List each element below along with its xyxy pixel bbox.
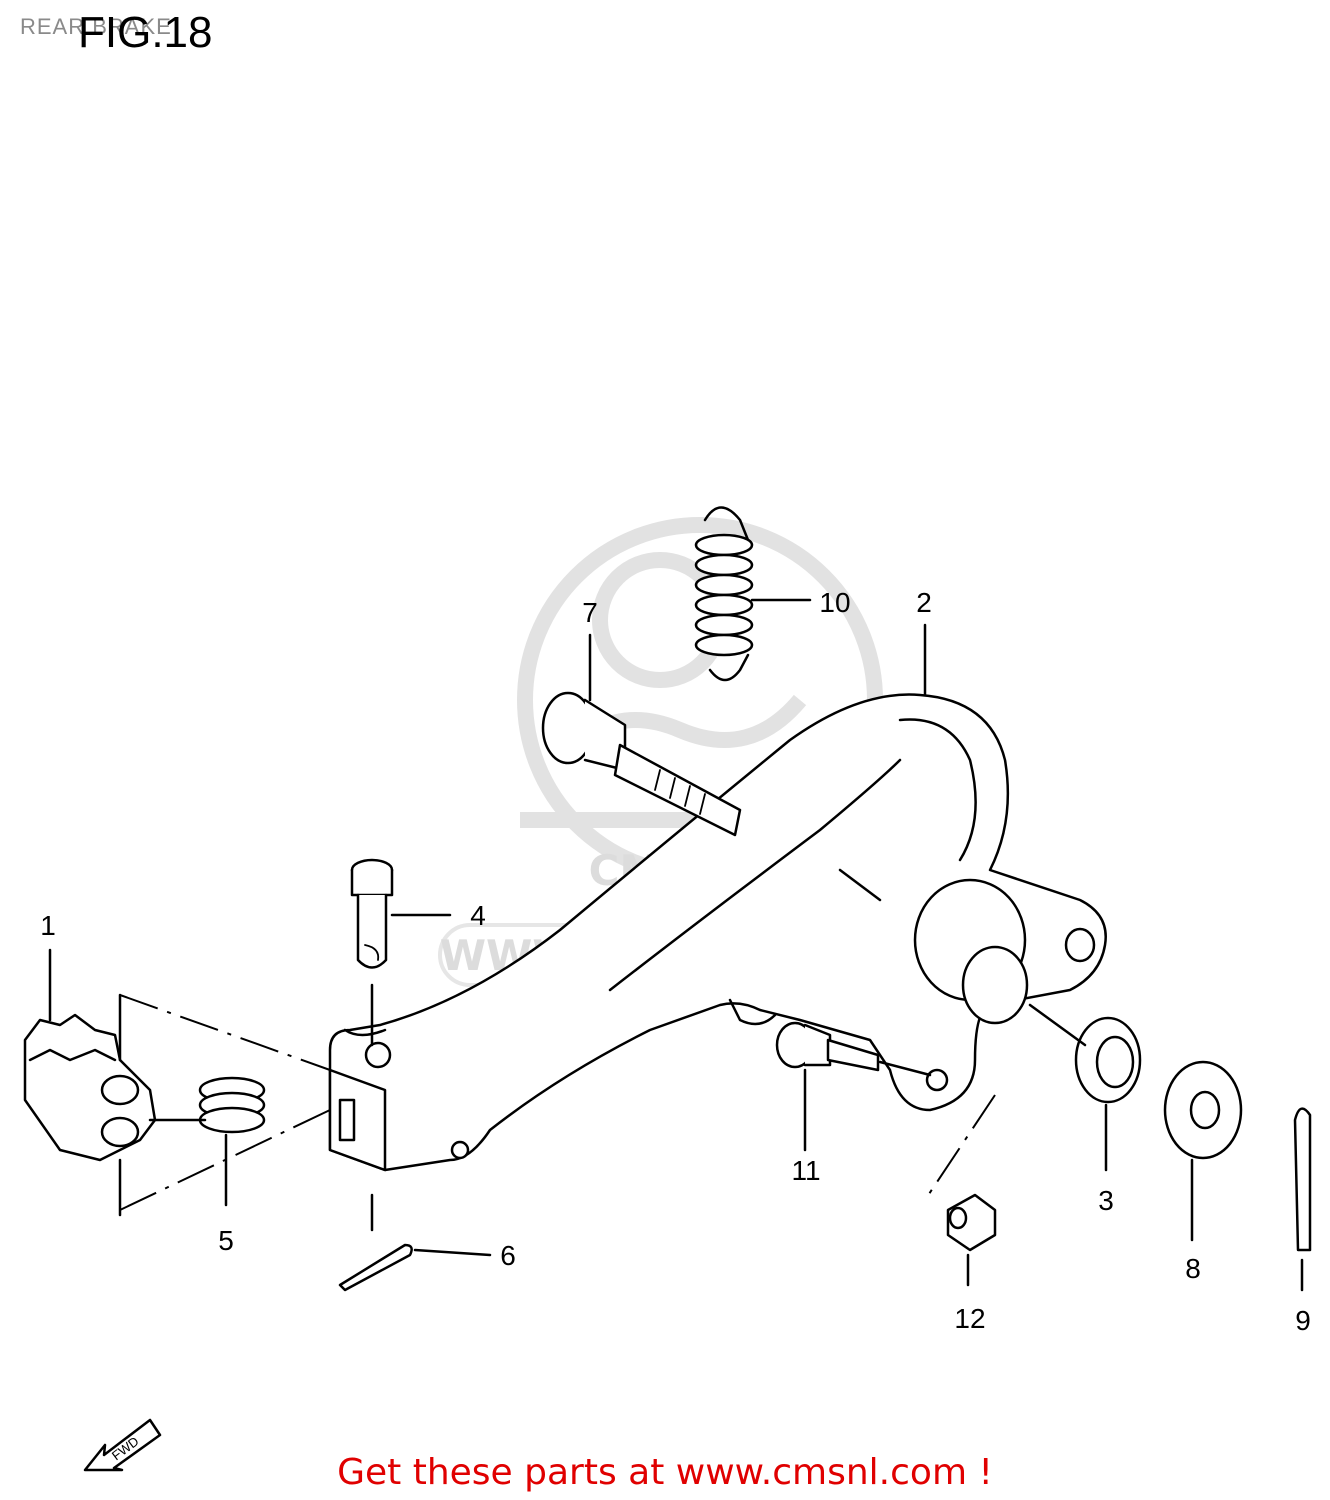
- fwd-arrow-icon: FWD: [83, 1418, 162, 1472]
- callout-12: 12: [954, 1303, 985, 1334]
- assembly-bracket: [118, 993, 207, 1217]
- callout-11: 11: [791, 1155, 820, 1186]
- part-3-oil-seal: [1028, 1003, 1142, 1172]
- callout-3: 3: [1098, 1185, 1114, 1216]
- part-7-pivot-bolt: [541, 633, 742, 837]
- callout-2: 2: [916, 587, 932, 618]
- part-1-toe-piece: [23, 948, 157, 1162]
- callout-6: 6: [500, 1240, 516, 1271]
- assembly-line-lower: [119, 1109, 331, 1211]
- footer-parts-link[interactable]: Get these parts at www.cmsnl.com !: [337, 1452, 993, 1493]
- part-6-cotter-pin: [338, 1193, 492, 1292]
- part-10-return-spring: [694, 506, 812, 682]
- part-5-spring: [198, 1076, 266, 1207]
- part-4-clevis-pin: [350, 858, 452, 1047]
- callout-7: 7: [582, 597, 598, 628]
- callout-9: 9: [1295, 1305, 1311, 1336]
- assembly-line-upper: [119, 994, 331, 1071]
- callout-8: 8: [1185, 1253, 1201, 1284]
- diagram-subtitle: REAR BRAKE: [20, 14, 172, 39]
- part-11-bolt: [775, 1021, 932, 1152]
- brake-pedal: [328, 693, 1107, 1172]
- callout-1: 1: [40, 910, 56, 941]
- callout-5: 5: [218, 1225, 234, 1256]
- callout-10: 10: [819, 587, 850, 618]
- part-12-nut: [924, 1094, 997, 1287]
- part-9-cotter-pin: [1293, 1107, 1312, 1292]
- figure-number: FIG.18: [78, 8, 213, 57]
- callout-4: 4: [470, 900, 486, 931]
- part-8-washer: [1163, 1060, 1243, 1242]
